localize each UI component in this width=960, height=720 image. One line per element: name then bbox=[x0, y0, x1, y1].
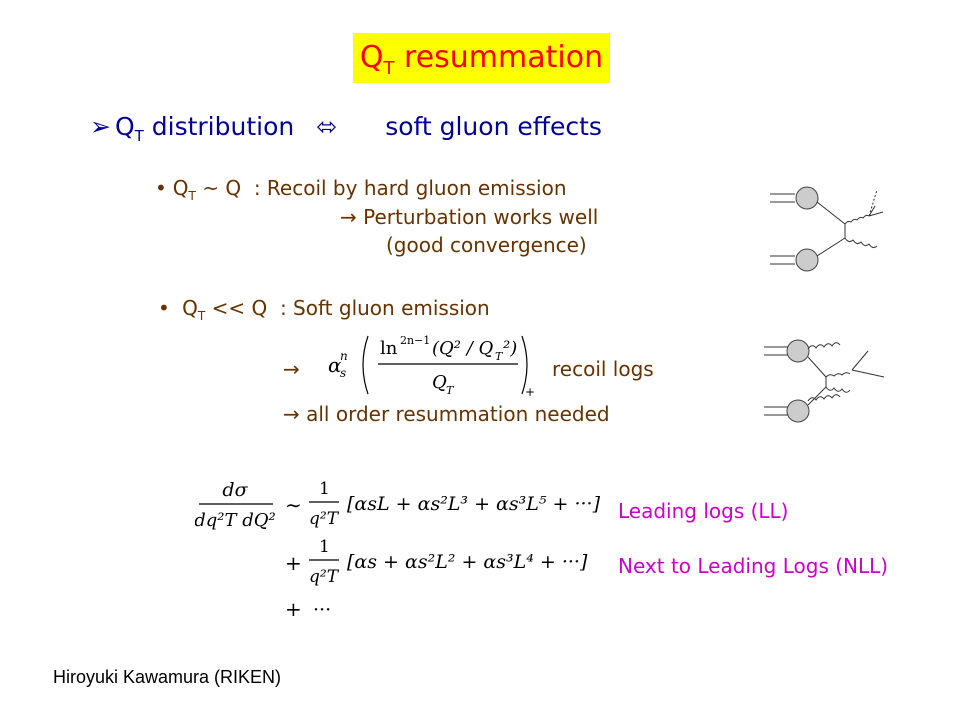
svg-text:q²T: q²T bbox=[309, 567, 340, 587]
arrowhead-bullet-icon: ➢ bbox=[90, 112, 111, 141]
svg-text:²): ²) bbox=[503, 338, 517, 359]
all-order-line: → all order resummation needed bbox=[283, 402, 610, 426]
svg-text:+: + bbox=[525, 385, 535, 399]
feynman-diagram-hard-gluon bbox=[770, 186, 884, 272]
svg-text:∼: ∼ bbox=[285, 493, 302, 517]
svg-text:+: + bbox=[285, 551, 302, 575]
svg-text:(Q² / Q: (Q² / Q bbox=[432, 338, 494, 359]
nll-label: Next to Leading Logs (NLL) bbox=[618, 554, 889, 578]
svg-text:q²T: q²T bbox=[309, 509, 340, 529]
feynman-diagram-soft-gluon bbox=[764, 339, 885, 423]
recoil-logs-label: recoil logs bbox=[552, 357, 654, 381]
slide-title: QT resummation bbox=[359, 40, 604, 79]
item1-arrow-line: → Perturbation works well bbox=[340, 205, 599, 229]
ll-label: Leading logs (LL) bbox=[618, 499, 789, 523]
svg-text:Q: Q bbox=[432, 372, 447, 393]
svg-text:dσ: dσ bbox=[222, 479, 248, 501]
section-heading: ➢QT distribution⬄soft gluon effects bbox=[90, 112, 602, 145]
svg-text:n: n bbox=[340, 349, 348, 363]
svg-text:1: 1 bbox=[319, 479, 330, 499]
item1-line: •QT ~ Q : Recoil by hard gluon emission bbox=[155, 176, 567, 203]
svg-text:2n−1: 2n−1 bbox=[400, 334, 430, 347]
svg-text:[αsL + αs²L³ + αs³L⁵ + ···]: [αsL + αs²L³ + αs³L⁵ + ···] bbox=[347, 493, 601, 515]
item1-paren-line: (good convergence) bbox=[386, 233, 587, 257]
title-background bbox=[353, 33, 610, 83]
svg-text:ln: ln bbox=[380, 338, 398, 359]
footer-author: Hiroyuki Kawamura (RIKEN) bbox=[53, 667, 282, 687]
svg-text:α: α bbox=[328, 353, 342, 377]
svg-text:s: s bbox=[340, 366, 346, 380]
svg-text:···: ··· bbox=[313, 599, 331, 621]
svg-text:1: 1 bbox=[319, 537, 330, 557]
equivalence-icon: ⬄ bbox=[316, 112, 338, 141]
svg-text:+: + bbox=[285, 597, 302, 621]
item2-line: • QT << Q : Soft gluon emission bbox=[158, 296, 490, 323]
item2-arrow: → bbox=[283, 357, 300, 381]
cross-section-expansion: dσ dq²T dQ² ∼ 1 q²T [αsL + αs²L³ + αs³L⁵… bbox=[195, 479, 601, 621]
svg-text:T: T bbox=[446, 384, 455, 397]
svg-text:T: T bbox=[495, 350, 504, 363]
svg-text:[αs + αs²L² + αs³L⁴ + ···]: [αs + αs²L² + αs³L⁴ + ···] bbox=[347, 551, 588, 573]
svg-text:dq²T dQ²: dq²T dQ² bbox=[195, 510, 276, 531]
recoil-log-formula: α s n ln 2n−1 (Q² / Q T ²) Q T + bbox=[328, 334, 535, 399]
